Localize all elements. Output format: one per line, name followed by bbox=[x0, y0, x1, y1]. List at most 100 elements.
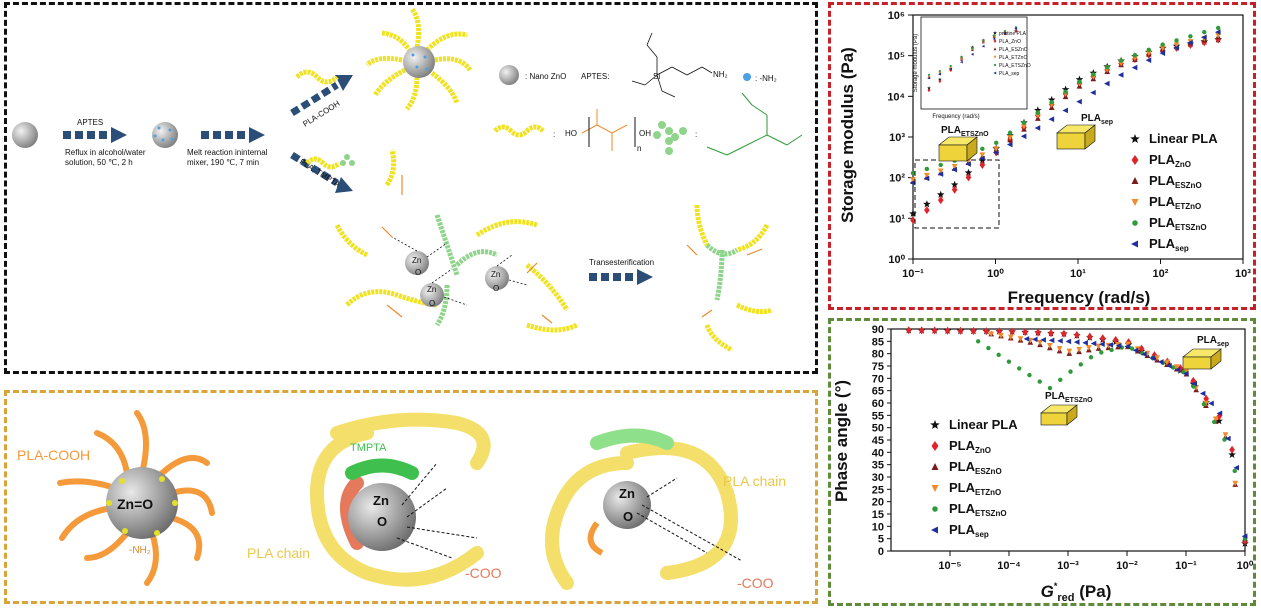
legend-aptes: APTES: bbox=[581, 72, 609, 81]
inset-legend-marker-0 bbox=[993, 31, 997, 35]
tmpta-zno-structure-1: TMPTA Zn O PLA chain -COO bbox=[247, 412, 502, 587]
pla-cooh-zno-structure: Zn=O PLA-COOH -NH₂ bbox=[17, 410, 215, 586]
chart2-point-s1-23 bbox=[1203, 394, 1210, 403]
struct2-chain: PLA chain bbox=[247, 545, 310, 561]
chart1-point-s5-17 bbox=[1145, 57, 1152, 64]
inset-legend-label-2: PLA_ESZnO bbox=[999, 47, 1028, 53]
inset-point-s5-0 bbox=[927, 76, 931, 80]
chart2-point-s5-19 bbox=[1183, 370, 1189, 377]
chart1-point-s5-8 bbox=[1020, 133, 1027, 140]
chart1-point-s5-4 bbox=[965, 161, 971, 167]
chart2-point-s1-21 bbox=[1177, 364, 1184, 373]
chart2-point-s4-25 bbox=[1232, 468, 1237, 474]
chart2-point-s0-24 bbox=[1215, 417, 1223, 425]
legend-colon-1: : bbox=[553, 130, 555, 139]
chart2-point-s1-18 bbox=[1138, 344, 1145, 353]
legend-colon-2: : bbox=[695, 130, 697, 139]
chart1-point-s3-15 bbox=[1118, 60, 1124, 67]
chart2-legend: Linear PLAPLAZnOPLAESZnOPLAETZnOPLAETSZn… bbox=[930, 417, 1018, 539]
inset-legend: pristine PLAPLA_ZnOPLA_ESZnOPLA_ETZnOPLA… bbox=[993, 31, 1031, 77]
chart1-point-s4-6 bbox=[994, 140, 999, 145]
chart2-point-s4-7 bbox=[1047, 385, 1053, 391]
struct3-o: O bbox=[623, 509, 633, 524]
chart2-legend-label-5: PLAsep bbox=[949, 522, 989, 539]
chart1-legend: Linear PLAPLAZnOPLAESZnOPLAETZnOPLAETSZn… bbox=[1130, 131, 1218, 253]
chart2-point-s3-6 bbox=[1046, 342, 1053, 349]
chart1-point-s5-20 bbox=[1187, 39, 1193, 46]
chart2-ylabel: Phase angle (°) bbox=[832, 380, 851, 502]
inset-ylabel: Storage modulus (Pa) bbox=[913, 34, 919, 92]
chart1-point-s5-7 bbox=[1006, 141, 1013, 148]
inset-legend-marker-3 bbox=[993, 55, 997, 59]
chart1-point-s4-1 bbox=[924, 166, 930, 172]
pla-cooh-formula bbox=[581, 109, 636, 151]
aptes-nh2: NH₂ bbox=[713, 70, 728, 79]
inset-point-s4-5 bbox=[982, 39, 985, 42]
inset-point-s4-4 bbox=[971, 47, 974, 50]
chart1-point-s1-5 bbox=[979, 160, 986, 169]
chart1-point-s0-12 bbox=[1075, 75, 1084, 83]
step2-label-1: Melt reaction ininternal bbox=[187, 148, 268, 157]
grafted-particle bbox=[365, 7, 473, 111]
chart1-point-s1-22 bbox=[1215, 35, 1221, 44]
chart2-ytick-8: 40 bbox=[872, 447, 884, 459]
chart2-point-s1-22 bbox=[1190, 376, 1197, 385]
cluster-o-2: O bbox=[429, 299, 435, 308]
chart2-ytick-5: 25 bbox=[872, 484, 884, 496]
chart2-point-s5-16 bbox=[1157, 359, 1164, 365]
branch-arrow-down bbox=[290, 152, 353, 193]
chart2-point-s3-19 bbox=[1173, 364, 1180, 370]
chart2-point-s1-13 bbox=[1074, 331, 1080, 340]
chart2-point-s5-5 bbox=[1065, 338, 1072, 345]
chart2-ytick-1: 5 bbox=[878, 534, 884, 546]
chart1-point-s0-2 bbox=[936, 190, 945, 198]
chart2-point-s5-11 bbox=[1115, 342, 1122, 349]
reaction-scheme-panel: APTES Reflux in alcohol/water solution, … bbox=[4, 2, 818, 374]
chart1-point-s0-4 bbox=[964, 168, 973, 176]
chart2-point-s1-12 bbox=[1061, 329, 1067, 338]
chart1-point-s3-19 bbox=[1173, 42, 1180, 48]
chart1-point-s0-10 bbox=[1047, 95, 1056, 104]
sep-block-2 bbox=[1182, 348, 1222, 370]
inset-xlabel: Frequency (rad/s) bbox=[932, 114, 979, 120]
chart1-point-s5-13 bbox=[1090, 89, 1096, 96]
inset-point-s3-0 bbox=[927, 75, 931, 79]
chart2-point-s4-21 bbox=[1191, 384, 1196, 389]
chart2-point-s4-22 bbox=[1201, 402, 1207, 407]
chart1-point-s5-19 bbox=[1173, 45, 1179, 51]
dashed-arrow-3 bbox=[589, 269, 653, 285]
chart1-ytick-4: 10⁴ bbox=[887, 91, 905, 103]
inset-legend-marker-2 bbox=[993, 47, 997, 51]
chart2-point-s1-6 bbox=[983, 327, 990, 336]
chart2-point-s5-21 bbox=[1199, 390, 1206, 397]
chart2-point-s3-14 bbox=[1125, 341, 1131, 348]
inset-point-s5-4 bbox=[970, 52, 974, 56]
legend-nano-zno: : Nano ZnO bbox=[525, 72, 566, 81]
chart1-xtick-0: 10⁻¹ bbox=[902, 268, 924, 280]
inset-point-s4-7 bbox=[1003, 29, 1007, 33]
chart2-point-s3-1 bbox=[998, 333, 1004, 339]
chart1-point-s3-16 bbox=[1132, 55, 1138, 62]
chart1-legend-label-1: PLAZnO bbox=[1149, 152, 1191, 169]
chart2-ytick-0: 0 bbox=[878, 546, 884, 558]
chart1-point-s5-16 bbox=[1131, 64, 1138, 71]
chart2-point-s4-24 bbox=[1222, 437, 1227, 442]
chart2-point-s4-19 bbox=[1170, 365, 1176, 370]
chart1-xlabel: Frequency (rad/s) bbox=[1008, 288, 1151, 307]
chart1-point-s5-12 bbox=[1076, 98, 1082, 105]
chart2-legend-label-4: PLAETSZnO bbox=[949, 501, 1007, 518]
chart2-ytick-12: 60 bbox=[872, 398, 884, 410]
step1-label-bottom-2: solution, 50 ℃, 2 h bbox=[65, 158, 133, 167]
chart2-xtick-2: 10⁻³ bbox=[1057, 560, 1079, 572]
chart1-xtick-2: 10¹ bbox=[1070, 268, 1086, 280]
chart1-legend-marker-2 bbox=[1131, 177, 1139, 184]
chart2-ytick-14: 70 bbox=[872, 373, 884, 385]
chart1-point-s4-22 bbox=[1215, 25, 1221, 31]
chart2-point-s5-26 bbox=[1241, 533, 1248, 539]
dashed-arrow-2 bbox=[201, 127, 265, 143]
inset-point-s5-8 bbox=[1014, 27, 1018, 31]
tmpta-formula bbox=[706, 92, 803, 156]
chart2-point-s1-11 bbox=[1048, 329, 1054, 338]
